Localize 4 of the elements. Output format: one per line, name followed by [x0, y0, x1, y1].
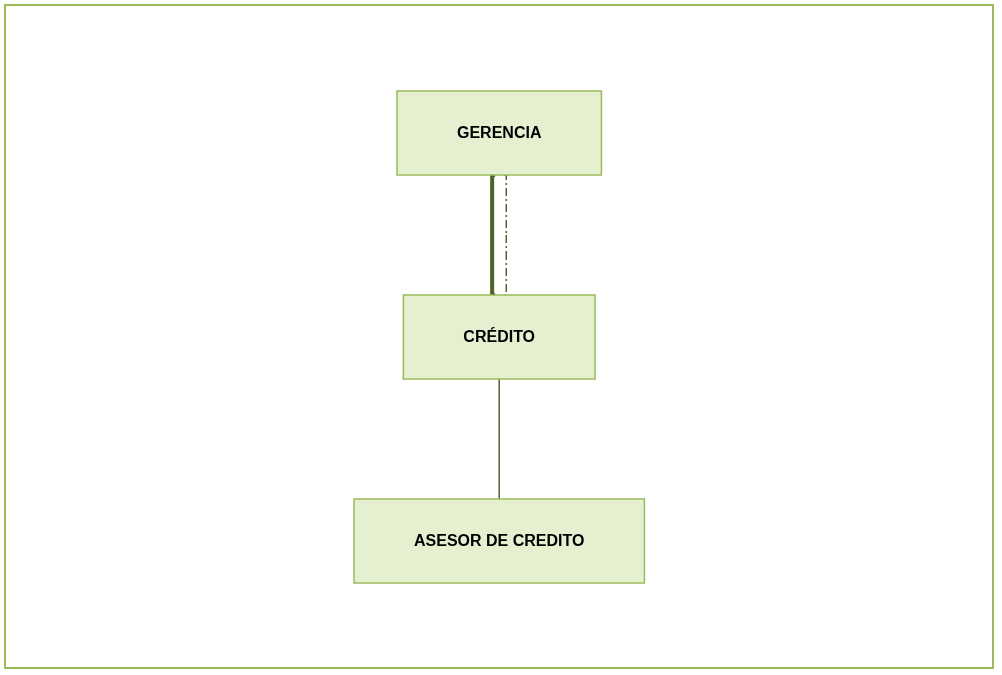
- node-box: ASESOR DE CREDITO: [353, 497, 645, 584]
- connector: [498, 377, 500, 500]
- node-box: GERENCIA: [396, 89, 602, 176]
- node-box: CRÉDITO: [402, 293, 596, 380]
